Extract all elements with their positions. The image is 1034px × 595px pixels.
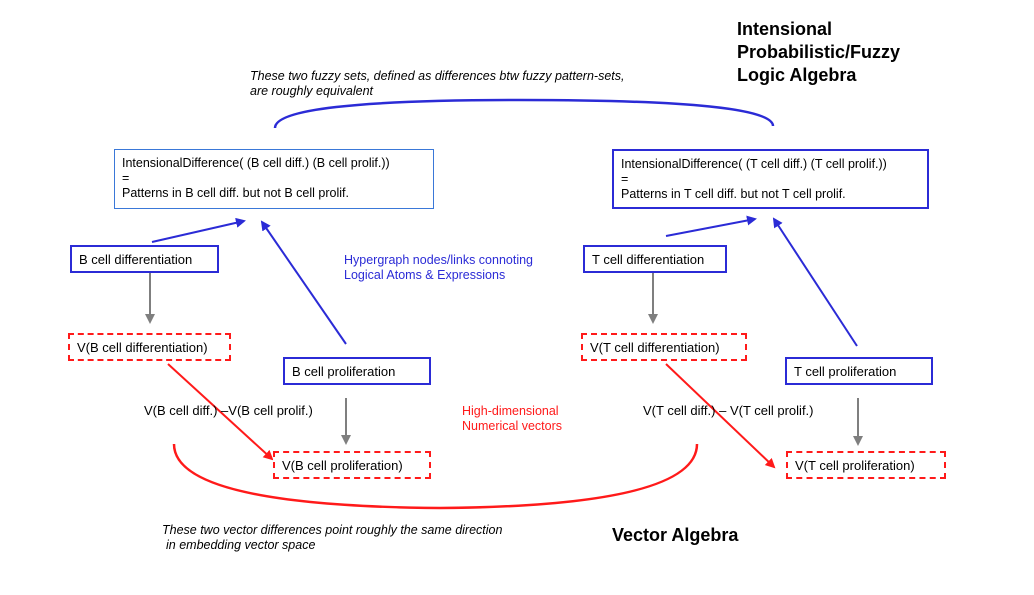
equivalence-arc-top <box>273 98 775 129</box>
vector-algebra-heading: Vector Algebra <box>612 525 739 545</box>
t-cell-differentiation-vector-label: V(T cell differentiation) <box>590 340 720 355</box>
b-intensional-difference-box: IntensionalDifference( (B cell diff.) (B… <box>114 149 434 209</box>
t-intensional-line-2: = <box>621 172 629 186</box>
t-cell-proliferation-label: T cell proliferation <box>794 364 897 379</box>
vectors-legend-line-2: Numerical vectors <box>462 419 563 433</box>
t-intensional-line-1: IntensionalDifference( (T cell diff.) (T… <box>621 157 887 171</box>
b-cell-differentiation-vector: V(B cell differentiation) <box>68 333 231 361</box>
b-vector-difference-label: V(B cell diff.) –V(B cell prolif.) <box>144 403 313 418</box>
equivalence-arc-bottom <box>172 443 699 510</box>
hypergraph-legend-line-1: Hypergraph nodes/links connoting <box>344 253 534 267</box>
arrow-b-vector-difference <box>167 363 274 461</box>
title-line-3: Logic Algebra <box>737 65 857 85</box>
t-cell-differentiation-label: T cell differentiation <box>592 252 705 267</box>
arrow-b-proliferation-to-intensional <box>260 220 347 345</box>
t-intensional-difference-box: IntensionalDifference( (T cell diff.) (T… <box>612 149 929 209</box>
t-vector-difference-label: V(T cell diff.) – V(T cell prolif.) <box>643 403 814 418</box>
arrow-b-differentiation-to-intensional <box>151 217 246 243</box>
title-line-2: Probabilistic/Fuzzy <box>737 42 901 62</box>
vectors-legend-line-1: High-dimensional <box>462 404 559 418</box>
arrow-t-vector-difference <box>665 363 776 469</box>
bottom-annotation: These two vector differences point rough… <box>162 523 502 553</box>
bottom-annotation-line-2: in embedding vector space <box>166 538 316 552</box>
diagram-title: Intensional Probabilistic/Fuzzy Logic Al… <box>737 18 900 87</box>
b-cell-proliferation-label: B cell proliferation <box>292 364 396 379</box>
t-intensional-line-3: Patterns in T cell diff. but not T cell … <box>621 187 846 201</box>
b-intensional-line-1: IntensionalDifference( (B cell diff.) (B… <box>122 156 390 170</box>
top-annotation-line-1: These two fuzzy sets, defined as differe… <box>250 69 625 83</box>
b-cell-differentiation-node: B cell differentiation <box>70 245 219 273</box>
t-cell-differentiation-node: T cell differentiation <box>583 245 727 273</box>
b-cell-differentiation-label: B cell differentiation <box>79 252 193 267</box>
b-cell-proliferation-vector: V(B cell proliferation) <box>273 451 431 479</box>
b-intensional-line-3: Patterns in B cell diff. but not B cell … <box>122 186 349 200</box>
b-cell-proliferation-node: B cell proliferation <box>283 357 431 385</box>
t-cell-differentiation-vector: V(T cell differentiation) <box>581 333 747 361</box>
hypergraph-legend-line-2: Logical Atoms & Expressions <box>344 268 506 282</box>
arrow-t-proliferation-to-intensional <box>772 217 858 347</box>
t-cell-proliferation-vector-label: V(T cell proliferation) <box>795 458 915 473</box>
b-cell-proliferation-vector-label: V(B cell proliferation) <box>282 458 403 473</box>
bottom-annotation-line-1: These two vector differences point rough… <box>162 523 503 537</box>
top-annotation-line-2: are roughly equivalent <box>250 84 373 98</box>
arrow-t-differentiation-to-intensional <box>665 215 757 237</box>
vectors-legend: High-dimensional Numerical vectors <box>462 404 562 434</box>
b-intensional-line-2: = <box>122 171 130 185</box>
title-line-1: Intensional <box>737 19 833 39</box>
top-annotation: These two fuzzy sets, defined as differe… <box>250 69 624 99</box>
t-cell-proliferation-node: T cell proliferation <box>785 357 933 385</box>
hypergraph-legend: Hypergraph nodes/links connoting Logical… <box>344 253 533 283</box>
t-cell-proliferation-vector: V(T cell proliferation) <box>786 451 946 479</box>
b-cell-differentiation-vector-label: V(B cell differentiation) <box>77 340 208 355</box>
